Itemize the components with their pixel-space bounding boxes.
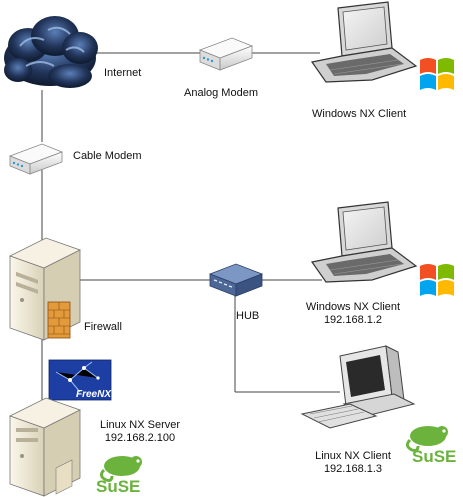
linux-client-name: Linux NX Client (315, 450, 391, 462)
suse-chameleon-icon (405, 426, 448, 452)
windows-client-2-name: Windows NX Client (305, 301, 401, 313)
suse-chameleon-icon (99, 456, 142, 482)
cable-modem-icon (8, 143, 64, 175)
laptop-icon (310, 1, 418, 83)
linux-server-ip: 192.168.2.100 (104, 432, 176, 444)
laptop-icon (310, 201, 418, 283)
windows-logo-icon (420, 58, 454, 90)
linux-server-label: Linux NX Server 192.168.2.100 (92, 419, 188, 445)
connection-lines (41, 52, 340, 400)
windows-client-2-label: Windows NX Client 192.168.1.2 (298, 301, 408, 327)
hub-icon (208, 263, 264, 297)
desktop-computer-icon (300, 345, 416, 429)
analog-modem-icon (198, 37, 254, 71)
freenx-logo-text: FreeNX (76, 389, 112, 400)
suse-logo-text: SuSE (412, 447, 456, 466)
cable-modem-label: Cable Modem (73, 150, 142, 162)
analog-modem-label: Analog Modem (184, 87, 258, 99)
cloud-icon (4, 16, 98, 88)
windows-logo-icon (420, 264, 454, 296)
firewall-label: Firewall (84, 321, 122, 333)
linux-client-label: Linux NX Client 192.168.1.3 (308, 450, 398, 476)
freenx-logo-icon (48, 359, 112, 401)
windows-client-2-ip: 192.168.1.2 (323, 314, 383, 326)
linux-client-ip: 192.168.1.3 (323, 463, 383, 475)
server-tower-icon (8, 397, 82, 497)
hub-label: HUB (236, 310, 260, 322)
linux-server-name: Linux NX Server (99, 419, 181, 431)
firewall-brick-icon (47, 301, 71, 339)
suse-logo-text: SuSE (96, 477, 140, 496)
internet-label: Internet (104, 67, 142, 79)
windows-client-label: Windows NX Client (312, 108, 407, 120)
